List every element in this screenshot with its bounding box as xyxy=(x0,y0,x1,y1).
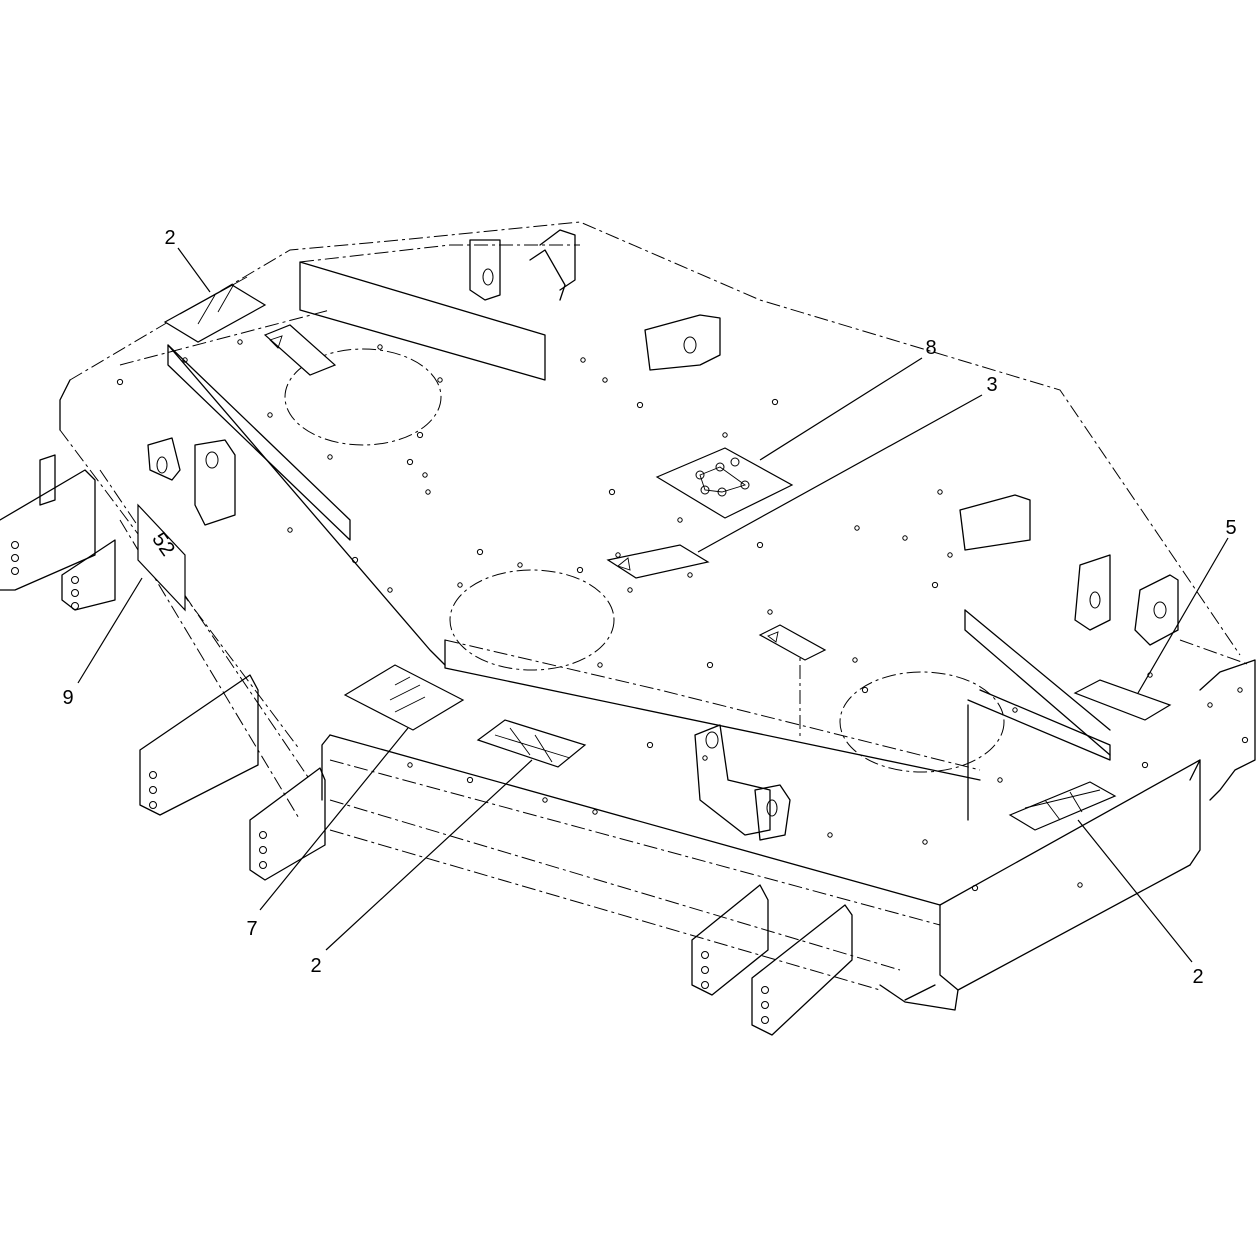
deck-hole xyxy=(287,527,293,533)
decal-9-deck-size: 52 xyxy=(137,503,186,612)
callout-7: 7 xyxy=(246,918,257,940)
decal-8-belt-routing xyxy=(655,447,794,519)
deck-hole xyxy=(852,657,858,663)
deck-hole xyxy=(902,535,908,541)
deck-hole xyxy=(615,552,621,558)
deck-hole xyxy=(608,488,616,496)
deck-hole xyxy=(1241,736,1249,744)
callout-9: 9 xyxy=(62,687,73,709)
deck-hole xyxy=(1077,882,1083,888)
deck-hole xyxy=(1141,761,1149,769)
deck-hole xyxy=(437,377,443,383)
callout-2-right: 2 xyxy=(1192,966,1203,988)
deck-hole xyxy=(327,454,333,460)
leader-lines xyxy=(77,247,1229,963)
decal-warning-strip-top xyxy=(263,324,337,376)
deck-hole xyxy=(627,587,633,593)
right-blade-housing xyxy=(839,671,1005,773)
deck-hole xyxy=(267,412,273,418)
deck-hole xyxy=(997,777,1003,783)
deck-body xyxy=(59,221,1256,1011)
deck-hole xyxy=(767,609,773,615)
deck-hole xyxy=(597,662,603,668)
callout-2-front: 2 xyxy=(310,955,321,977)
deck-hole xyxy=(706,661,714,669)
center-blade-housing xyxy=(449,569,615,671)
deck-hole xyxy=(971,884,979,892)
skid-brackets xyxy=(0,454,853,1036)
side-brackets xyxy=(147,437,791,841)
callout-5: 5 xyxy=(1225,517,1236,539)
callout-labels: 2 8 3 5 9 7 2 2 xyxy=(62,227,1236,988)
deck-hole xyxy=(646,741,654,749)
deck-hole xyxy=(931,581,939,589)
deck-hole xyxy=(422,472,428,478)
decal-2-right xyxy=(1008,781,1117,831)
deck-hole xyxy=(517,562,523,568)
deck-hole xyxy=(602,377,608,383)
deck-hole xyxy=(854,525,860,531)
deck-hole xyxy=(425,489,431,495)
deck-hole xyxy=(457,582,463,588)
deck-hole xyxy=(407,762,413,768)
blade-housings xyxy=(284,348,1005,773)
deck-hole xyxy=(116,378,124,386)
rear-hinge-brackets xyxy=(469,229,1179,646)
deck-hole xyxy=(182,357,188,363)
deck-hole xyxy=(351,556,359,564)
left-blade-housing xyxy=(284,348,442,446)
deck-hole xyxy=(416,431,424,439)
deck-hole xyxy=(937,489,943,495)
deck-hole xyxy=(947,552,953,558)
deck-hole xyxy=(387,587,393,593)
deck-hole xyxy=(827,832,833,838)
decal-5 xyxy=(1073,679,1172,721)
deck-hole xyxy=(861,686,869,694)
deck-hole xyxy=(1207,702,1213,708)
deck-hole xyxy=(722,432,728,438)
deck-hole xyxy=(636,401,644,409)
deck-hole xyxy=(476,548,484,556)
deck-hole xyxy=(771,398,779,406)
decal-7-height-of-cut xyxy=(343,664,465,731)
deck-hole xyxy=(756,541,764,549)
deck-hole xyxy=(406,458,414,466)
decal-3-warning-strip xyxy=(606,544,710,579)
deck-hole xyxy=(580,357,586,363)
deck-hole xyxy=(702,755,708,761)
callout-2-top-left: 2 xyxy=(164,227,175,249)
deck-hole xyxy=(687,572,693,578)
deck-hole xyxy=(1012,707,1018,713)
deck-hole xyxy=(1237,687,1243,693)
deck-hole xyxy=(922,839,928,845)
deck-hole xyxy=(592,809,598,815)
decal-2-front xyxy=(476,719,587,768)
decal-warning-strip-center xyxy=(758,624,827,661)
deck-hole xyxy=(576,566,584,574)
decal-2-top-left xyxy=(163,276,267,343)
deck-hole xyxy=(542,797,548,803)
callout-3: 3 xyxy=(986,374,997,396)
deck-hole xyxy=(677,517,683,523)
callout-8: 8 xyxy=(925,337,936,359)
deck-hole xyxy=(237,339,243,345)
deck-hole xyxy=(466,776,474,784)
deck-hole xyxy=(377,344,383,350)
